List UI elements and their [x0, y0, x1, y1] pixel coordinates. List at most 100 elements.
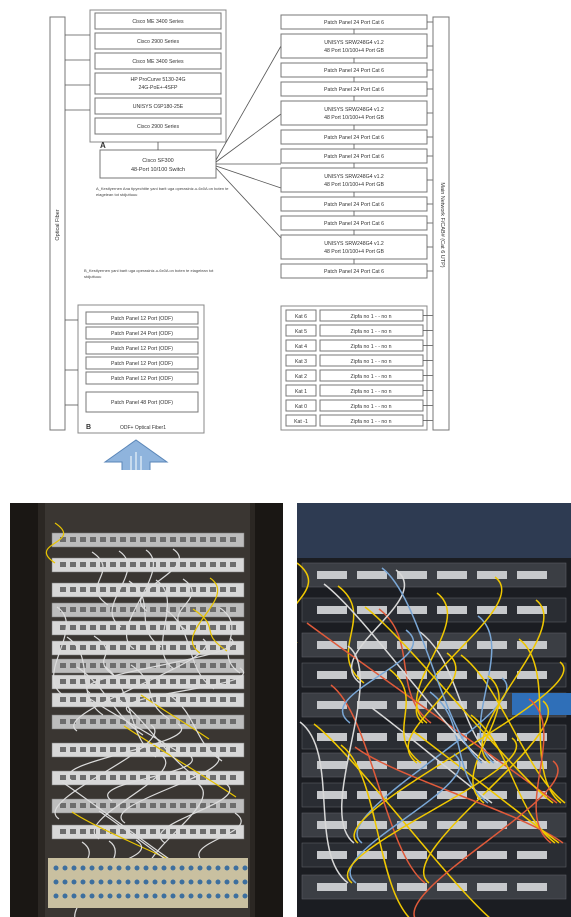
rack-port — [130, 607, 136, 612]
drive-bay — [477, 606, 507, 614]
rack-port — [60, 537, 66, 542]
cable — [429, 691, 489, 804]
cable — [91, 551, 109, 606]
rack-port — [230, 775, 236, 780]
drive-bay — [437, 883, 467, 891]
cable — [313, 723, 490, 917]
fiber-port — [161, 865, 167, 871]
rack-port — [160, 719, 166, 724]
rack-port — [180, 607, 186, 612]
rack-port — [160, 607, 166, 612]
access-switch-desc: 48 Port 10/100+4 Port GB — [324, 182, 384, 188]
cable — [415, 576, 503, 724]
arrow-stripes — [130, 452, 142, 470]
device-label: UNISYS C6P180-25E — [133, 104, 184, 110]
rack-port — [230, 645, 236, 650]
access-switch-desc: 48 Port 10/100+4 Port GB — [324, 48, 384, 54]
rack-port — [230, 719, 236, 724]
rack-port — [190, 679, 196, 684]
rack-port — [100, 747, 106, 752]
fiber-port — [242, 865, 248, 871]
drive-bay — [397, 701, 427, 709]
rack-port — [140, 645, 146, 650]
cable — [470, 714, 556, 844]
access-switch — [280, 33, 428, 59]
fiber-port — [233, 893, 239, 899]
rack-port — [70, 537, 76, 542]
rack-port — [210, 537, 216, 542]
rack-port — [170, 775, 176, 780]
drive-bay — [437, 791, 467, 799]
rack-port — [170, 803, 176, 808]
rack-port — [100, 645, 106, 650]
fiber-port — [98, 879, 104, 885]
cable — [111, 550, 129, 628]
rack-port — [150, 607, 156, 612]
left-rail-label: Optical Fiber — [55, 209, 61, 240]
cable — [165, 609, 215, 690]
rack-port — [140, 537, 146, 542]
rack-port — [180, 697, 186, 702]
cable — [52, 606, 68, 696]
room-range-label: Zipfa no 1 - - no n — [351, 344, 392, 350]
patch-panel-label: Patch Panel 24 Port Cat 6 — [324, 154, 384, 160]
rack-port — [230, 587, 236, 592]
floor-cell — [285, 369, 317, 382]
rack-port — [180, 679, 186, 684]
rack-port — [80, 747, 86, 752]
rack-port — [140, 587, 146, 592]
fiber-port — [152, 879, 158, 885]
cable — [364, 606, 554, 804]
cable — [388, 668, 422, 764]
cable — [113, 695, 197, 778]
drive-bay — [357, 641, 387, 649]
fiber-port — [224, 879, 230, 885]
rack-port — [200, 719, 206, 724]
rack-port — [60, 697, 66, 702]
drive-bay — [517, 671, 547, 679]
rack-unit — [51, 557, 245, 573]
drive-bay — [317, 606, 347, 614]
drive-bay — [357, 671, 387, 679]
connectors — [65, 34, 282, 406]
rack-port — [130, 562, 136, 567]
rack-port — [120, 829, 126, 834]
rack-port — [130, 537, 136, 542]
right-rail-label: Main Network F/CAB# (Cat 6 UTP) — [439, 182, 445, 267]
rack-port — [150, 625, 156, 630]
cable — [86, 637, 234, 694]
rack-port — [200, 747, 206, 752]
drive-bay — [397, 761, 427, 769]
rack-port — [100, 775, 106, 780]
rack-port — [120, 679, 126, 684]
drive-bay — [437, 851, 467, 859]
fiber-port — [170, 893, 176, 899]
rack-port — [80, 587, 86, 592]
rack-port — [100, 607, 106, 612]
drive-bay — [477, 851, 507, 859]
rack-port — [200, 829, 206, 834]
rack-port — [60, 829, 66, 834]
rack-port — [220, 587, 226, 592]
cable — [422, 700, 550, 884]
drive-bay — [357, 821, 387, 829]
rack-unit — [51, 674, 245, 690]
rack-unit — [51, 640, 245, 656]
fiber-port — [152, 865, 158, 871]
rack-port — [150, 663, 156, 668]
rack-port — [140, 625, 146, 630]
rack-port — [180, 747, 186, 752]
drive-bay — [437, 761, 467, 769]
drive-bay — [477, 791, 507, 799]
drive-bay — [477, 821, 507, 829]
drive-bay — [437, 671, 467, 679]
room-range-label: Zipfa no 1 - - no n — [351, 404, 392, 410]
rack-port — [210, 697, 216, 702]
rack-port — [150, 537, 156, 542]
fiber-port — [71, 879, 77, 885]
rack-port — [60, 587, 66, 592]
rack-port — [90, 562, 96, 567]
fiber-port — [242, 879, 248, 885]
rack-port — [170, 645, 176, 650]
drive-bay — [317, 883, 347, 891]
